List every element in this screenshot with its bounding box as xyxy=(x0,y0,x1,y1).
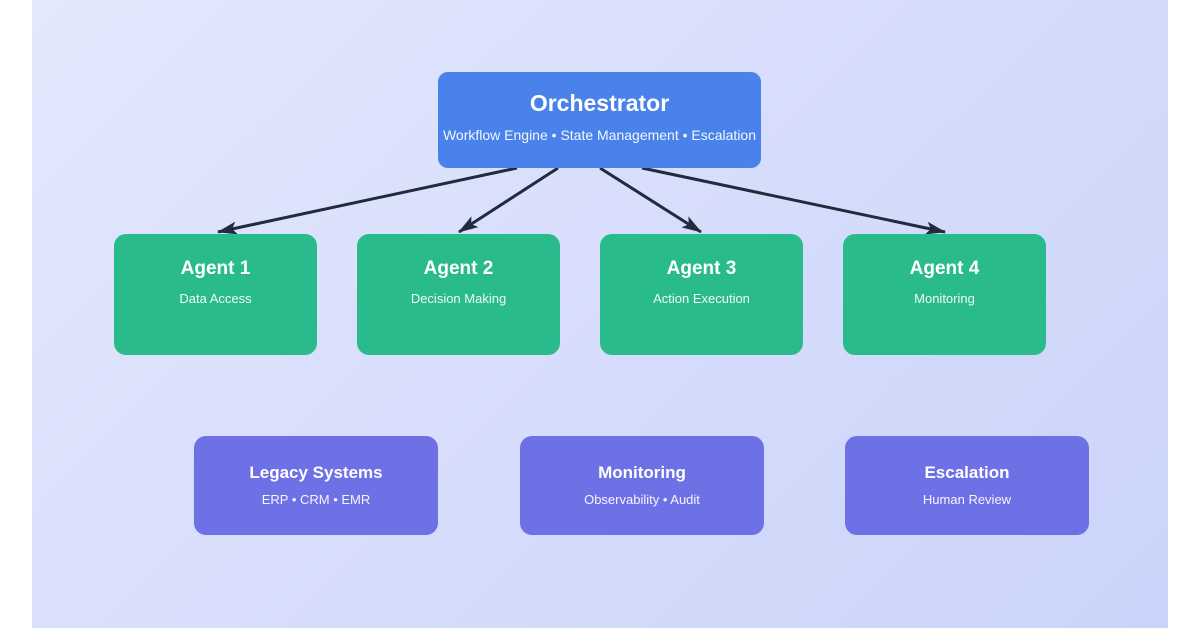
node-agent-4: Agent 4 Monitoring xyxy=(843,234,1046,355)
node-legacy-systems: Legacy Systems ERP • CRM • EMR xyxy=(194,436,438,535)
escalation-subtitle: Human Review xyxy=(922,492,1012,507)
legacy-systems-subtitle: ERP • CRM • EMR xyxy=(261,492,371,507)
agent-3-title: Agent 3 xyxy=(666,258,737,279)
node-escalation: Escalation Human Review xyxy=(845,436,1089,535)
node-orchestrator: Orchestrator Workflow Engine • State Man… xyxy=(438,72,761,168)
agent-1-subtitle: Data Access xyxy=(179,291,252,306)
orchestrator-subtitle: Workflow Engine • State Management • Esc… xyxy=(442,127,757,143)
agent-4-title: Agent 4 xyxy=(909,258,980,279)
node-agent-2: Agent 2 Decision Making xyxy=(357,234,560,355)
monitoring-subtitle: Observability • Audit xyxy=(584,492,700,507)
agent-2-subtitle: Decision Making xyxy=(410,291,507,306)
node-agent-1: Agent 1 Data Access xyxy=(114,234,317,355)
agent-2-title: Agent 2 xyxy=(423,258,494,279)
monitoring-title: Monitoring xyxy=(598,463,686,482)
node-monitoring: Monitoring Observability • Audit xyxy=(520,436,764,535)
agent-4-subtitle: Monitoring xyxy=(914,291,975,306)
escalation-title: Escalation xyxy=(924,463,1010,482)
agent-1-title: Agent 1 xyxy=(180,258,251,279)
orchestrator-title: Orchestrator xyxy=(529,90,670,116)
node-agent-3: Agent 3 Action Execution xyxy=(600,234,803,355)
agent-3-subtitle: Action Execution xyxy=(653,291,750,306)
legacy-systems-title: Legacy Systems xyxy=(249,463,383,482)
